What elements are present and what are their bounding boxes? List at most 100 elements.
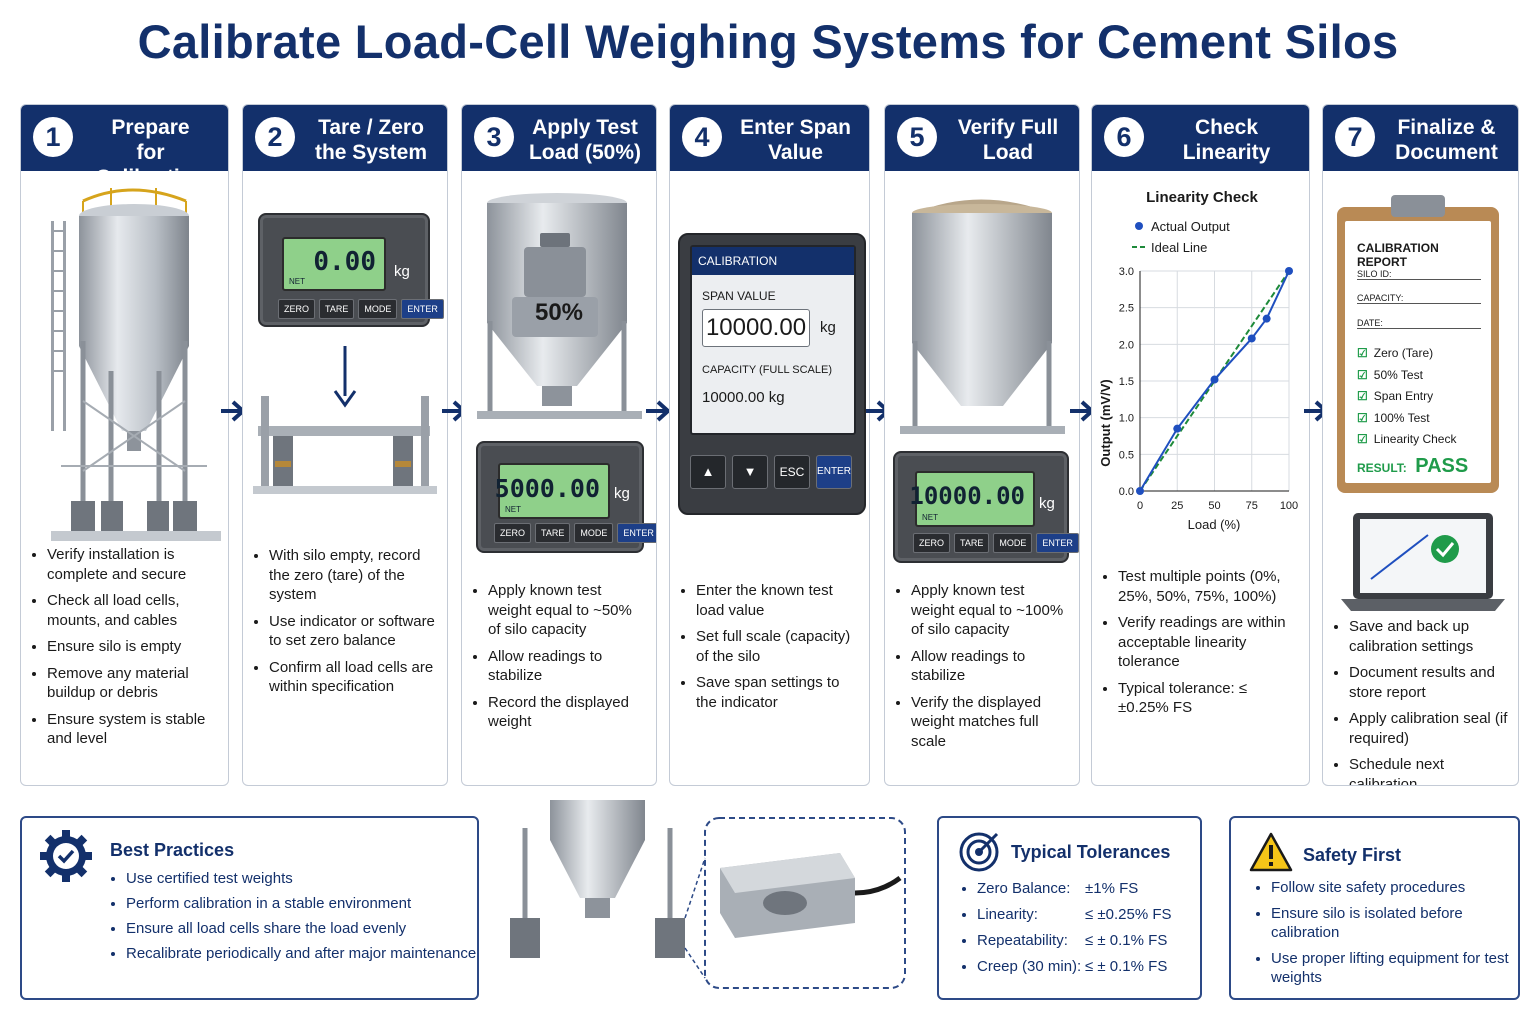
- y-tick-label: 0.5: [1119, 449, 1134, 461]
- x-tick-label: 25: [1171, 500, 1183, 512]
- tare-illustration: 0.00 NET kg ZERO TARE MODE ENTER: [243, 171, 447, 611]
- step-title: Apply Test Load (50%): [528, 116, 641, 164]
- bullet-item: Allow readings to stabilize: [488, 647, 648, 686]
- calibration-header: CALIBRATION: [692, 247, 854, 275]
- zero-button[interactable]: ZERO: [494, 523, 532, 543]
- step-bullet-list: Apply known test weight equal to ~100% o…: [897, 581, 1071, 758]
- bullet-item: Ensure silo is empty: [47, 637, 220, 657]
- span-value-label: SPAN VALUE: [702, 289, 776, 303]
- bullet-item: Remove any material buildup or debris: [47, 664, 220, 703]
- bullet-item: Apply known test weight equal to ~50% of…: [488, 581, 648, 640]
- linearity-chart: Linearity Check Actual Output Ideal Line…: [1098, 189, 1298, 532]
- actual-output-line: [1139, 270, 1290, 492]
- bullet-item: Document results and store report: [1349, 663, 1510, 702]
- step-bullet-list: Save and back up calibration settings Do…: [1335, 617, 1510, 785]
- y-tick-label: 2.5: [1119, 303, 1134, 315]
- indicator-display: 10000.00 NET: [909, 471, 1035, 527]
- step-title: Prepare for Calibration: [95, 116, 206, 189]
- mode-button[interactable]: MODE: [574, 523, 614, 543]
- laptop-icon: [1341, 513, 1505, 611]
- bullet-item: Check all load cells, mounts, and cables: [47, 591, 220, 630]
- net-label: NET: [289, 277, 305, 286]
- step-card-4: 4 Enter Span Value CALIBRATION SPAN VALU…: [669, 104, 870, 786]
- up-arrow-button[interactable]: ▲: [690, 455, 726, 489]
- step-header: 4 Enter Span Value: [670, 105, 869, 171]
- indicator-buttons: ZERO TARE MODE ENTER: [494, 523, 656, 543]
- tolerance-row: Zero Balance:±1% FS: [977, 876, 1172, 902]
- x-tick-label: 100: [1280, 500, 1298, 512]
- span-unit-label: kg: [820, 319, 836, 336]
- tolerance-row: Linearity:≤ ±0.25% FS: [977, 902, 1172, 928]
- bullet-item: Verify installation is complete and secu…: [47, 545, 220, 584]
- step-card-7: 7 Finalize & Document CALIBRATION REPORT…: [1322, 104, 1519, 786]
- step-card-2: 2 Tare / Zero the System 0.00 NET kg ZER…: [242, 104, 448, 786]
- span-value-input[interactable]: 10000.00: [702, 309, 810, 347]
- enter-button[interactable]: ENTER: [401, 299, 444, 319]
- load-cell-illustration: [495, 798, 915, 998]
- zero-button[interactable]: ZERO: [278, 299, 316, 319]
- tolerances-panel: Typical Tolerances Zero Balance:±1% FS L…: [937, 816, 1202, 1000]
- bullet-item: With silo empty, record the zero (tare) …: [269, 546, 439, 605]
- mode-button[interactable]: MODE: [358, 299, 398, 319]
- checkbox-checked-icon: ☑: [1357, 367, 1368, 382]
- capacity-label: CAPACITY (FULL SCALE): [702, 364, 832, 376]
- enter-button[interactable]: ENTER: [617, 523, 656, 543]
- bullet-item: Save span settings to the indicator: [696, 673, 861, 712]
- bullet-item: Enter the known test load value: [696, 581, 861, 620]
- y-tick-label: 2.0: [1119, 339, 1134, 351]
- report-checklist: ☑Zero (Tare) ☑50% Test ☑Span Entry ☑100%…: [1357, 343, 1456, 451]
- list-item: Ensure all load cells share the load eve…: [126, 916, 476, 941]
- bullet-item: Apply known test weight equal to ~100% o…: [911, 581, 1071, 640]
- report-field: SILO ID:: [1357, 269, 1481, 280]
- step-title: Check Linearity: [1182, 116, 1271, 164]
- calibration-screen: CALIBRATION SPAN VALUE 10000.00 kg CAPAC…: [690, 245, 856, 435]
- test-load-illustration: 50% 5000.00 NET kg ZERO TARE MODE ENTER: [462, 171, 656, 611]
- step-bullet-list: Test multiple points (0%, 25%, 50%, 75%,…: [1104, 567, 1301, 725]
- unit-label: kg: [394, 263, 410, 280]
- best-practices-panel: Best Practices Use certified test weight…: [20, 816, 479, 1000]
- best-practices-title: Best Practices: [110, 840, 235, 860]
- list-item: Ensure silo is isolated before calibrati…: [1271, 904, 1518, 943]
- bullet-item: Test multiple points (0%, 25%, 50%, 75%,…: [1118, 567, 1301, 606]
- bullet-item: Typical tolerance: ≤ ±0.25% FS: [1118, 679, 1301, 718]
- step-header: 7 Finalize & Document: [1323, 105, 1518, 171]
- tare-button[interactable]: TARE: [535, 523, 571, 543]
- unit-label: kg: [1039, 495, 1055, 512]
- list-item: Perform calibration in a stable environm…: [126, 891, 476, 916]
- mode-button[interactable]: MODE: [993, 533, 1033, 553]
- checkbox-checked-icon: ☑: [1357, 389, 1368, 403]
- page-title: Calibrate Load-Cell Weighing Systems for…: [137, 15, 1399, 68]
- safety-title: Safety First: [1303, 845, 1402, 865]
- x-axis-label: Load (%): [1188, 517, 1241, 532]
- list-item: Follow site safety procedures: [1271, 878, 1518, 898]
- tare-button[interactable]: TARE: [319, 299, 355, 319]
- warning-icon: [1249, 832, 1293, 872]
- silo-illustration: [21, 171, 228, 611]
- bullet-item: Apply calibration seal (if required): [1349, 709, 1510, 748]
- indicator-buttons: ZERO TARE MODE ENTER: [278, 299, 444, 319]
- checkbox-checked-icon: ☑: [1357, 410, 1368, 425]
- enter-button[interactable]: ENTER: [816, 455, 852, 489]
- weight-indicator: 10000.00 NET kg ZERO TARE MODE ENTER: [893, 451, 1079, 563]
- report-field: DATE:: [1357, 318, 1481, 329]
- test-weight-label: 50%: [534, 299, 584, 326]
- step-bullet-list: Verify installation is complete and secu…: [33, 545, 220, 756]
- zero-button[interactable]: ZERO: [913, 533, 951, 553]
- x-tick-label: 50: [1208, 500, 1220, 512]
- enter-button[interactable]: ENTER: [1036, 533, 1079, 553]
- down-arrow-button[interactable]: ▼: [732, 455, 768, 489]
- esc-button[interactable]: ESC: [774, 455, 810, 489]
- check-item: ☑Zero (Tare): [1357, 346, 1434, 360]
- y-tick-label: 1.5: [1119, 376, 1134, 388]
- indicator-reading: 0.00: [313, 247, 376, 277]
- step-number: 4: [682, 117, 722, 157]
- step-header: 6 Check Linearity: [1092, 105, 1309, 171]
- tare-button[interactable]: TARE: [954, 533, 990, 553]
- step-card-1: 1 Prepare for Calibration: [20, 104, 229, 786]
- step-header: 2 Tare / Zero the System: [243, 105, 447, 171]
- list-item: Use proper lifting equipment for test we…: [1271, 949, 1518, 988]
- bullet-item: Verify readings are within acceptable li…: [1118, 613, 1301, 672]
- unit-label: kg: [614, 485, 630, 502]
- report-illustration: CALIBRATION REPORT SILO ID: CAPACITY: DA…: [1323, 171, 1518, 611]
- step-bullet-list: Enter the known test load value Set full…: [682, 581, 861, 719]
